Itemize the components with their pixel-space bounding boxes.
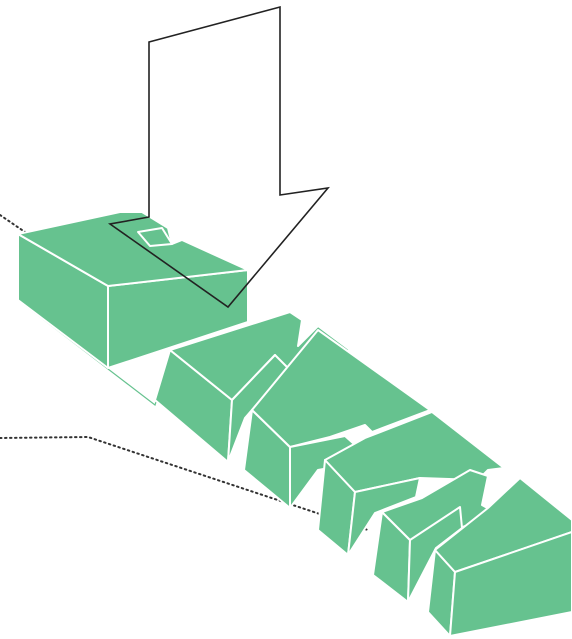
leader-line-top: [0, 214, 109, 284]
leader-lines: [0, 214, 369, 531]
block-4-front: [347, 477, 421, 556]
leader-line-bottom: [0, 435, 369, 531]
down-arrow-icon: [107, 5, 330, 309]
block-6-front: [449, 531, 572, 637]
block-2: [154, 311, 351, 463]
block-5: [372, 469, 499, 603]
block-3: [243, 329, 431, 509]
down-arrow-outline: [107, 5, 330, 309]
block-1-detached: [17, 211, 249, 369]
block-6: [427, 477, 572, 637]
block-1-notch: [137, 227, 173, 247]
block-4: [317, 411, 505, 556]
